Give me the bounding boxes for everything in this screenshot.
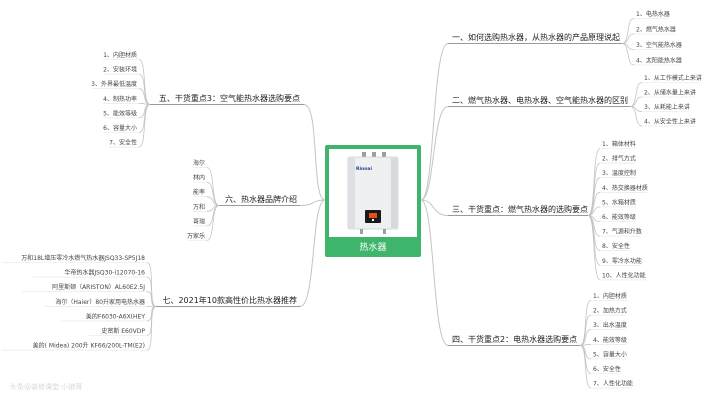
leaf-b7-7[interactable]: 美的( Midea) 200升 KF66/200L-TM(E2) xyxy=(33,342,145,350)
leaf-connector-b3-2 xyxy=(587,177,601,216)
leaf-b1-3[interactable]: 3、空气能热水器 xyxy=(636,41,682,49)
leaf-connector-b1-1 xyxy=(621,33,635,44)
leaf-connector-b5-2 xyxy=(138,88,151,105)
leaf-b6-3[interactable]: 能率 xyxy=(193,188,205,196)
leaf-b7-2[interactable]: 华帝热水器JSQ30-i12070-16 xyxy=(64,269,145,277)
leaf-b2-3[interactable]: 3、从耗能上来讲 xyxy=(644,103,690,111)
leaf-connector-b1-0 xyxy=(621,18,635,44)
leaf-connector-b5-6 xyxy=(138,104,151,148)
leaf-b5-6[interactable]: 6、容量大小 xyxy=(103,124,137,132)
leaf-b3-2[interactable]: 2、排气方式 xyxy=(602,155,636,163)
connectors xyxy=(2,18,700,389)
leaf-connector-b2-1 xyxy=(629,96,643,107)
leaf-connector-b7-0 xyxy=(146,262,157,307)
leaf-b2-4[interactable]: 4、从安全性上来讲 xyxy=(644,118,696,126)
leaf-connector-b4-6 xyxy=(579,345,592,389)
leaf-b5-3[interactable]: 3、外界最低温度 xyxy=(91,80,137,88)
branch-label-b4[interactable]: 四、干货重点2：电热水器选购要点 xyxy=(452,334,577,344)
leaf-b3-6[interactable]: 6、能效等级 xyxy=(602,213,636,221)
leaf-connector-b6-5 xyxy=(206,205,220,241)
leaf-b4-6[interactable]: 6、安全性 xyxy=(593,365,621,373)
connector-b2 xyxy=(420,106,449,201)
leaf-b4-4[interactable]: 4、能效等级 xyxy=(593,336,627,344)
water-heater-image: Rinnai xyxy=(347,152,399,234)
branch-label-b1[interactable]: 一、如何选购热水器，从热水器的产品原理说起 xyxy=(452,32,620,42)
leaf-b3-8[interactable]: 8、安全性 xyxy=(602,242,630,250)
connector-b1 xyxy=(420,43,449,201)
branch-label-b7[interactable]: 七、2021年10款高性价比热水器推荐 xyxy=(162,295,297,305)
branch-label-b3[interactable]: 三、干货重点：燃气热水器的选购要点 xyxy=(452,204,588,214)
leaf-connector-b7-1 xyxy=(146,276,157,307)
leaf-connector-b6-0 xyxy=(206,167,220,206)
leaf-b3-7[interactable]: 7、气源和升数 xyxy=(602,228,642,236)
leaf-b4-7[interactable]: 7、人性化功能 xyxy=(593,380,633,388)
branch-label-b2[interactable]: 二、燃气热水器、电热水器、空气能热水器的区别 xyxy=(452,95,628,105)
leaf-b3-4[interactable]: 4、热交换器材质 xyxy=(602,184,648,192)
connector-b7 xyxy=(299,199,326,307)
leaf-b2-1[interactable]: 1、从工作模式上来讲 xyxy=(644,74,702,82)
leaf-b6-6[interactable]: 万家乐 xyxy=(187,232,205,240)
leaf-connector-b3-9 xyxy=(587,215,601,281)
leaf-b7-5[interactable]: 美的F6030-A6X(HEY xyxy=(86,312,145,320)
leaf-b3-3[interactable]: 3、温度控制 xyxy=(602,169,636,177)
leaf-b7-3[interactable]: 阿里斯顿（ARISTON）AL60E2.5J xyxy=(52,283,145,291)
branch-label-b5[interactable]: 五、干货重点3：空气能热水器选购要点 xyxy=(159,93,300,103)
leaf-connector-b4-0 xyxy=(579,300,592,346)
leaf-b5-4[interactable]: 4、制热功率 xyxy=(103,95,137,103)
leaf-b7-1[interactable]: 万和18L增压零冷水燃气热水器JSQ33-SP5J18 xyxy=(21,254,145,262)
leaf-b4-2[interactable]: 2、加热方式 xyxy=(593,307,627,315)
branch-label-b6[interactable]: 六、热水器品牌介绍 xyxy=(225,194,297,204)
leaf-connector-b5-1 xyxy=(138,73,151,105)
leaf-b7-6[interactable]: 史密斯 E60VDP xyxy=(101,327,145,335)
leaf-connector-b4-2 xyxy=(579,329,592,346)
nodes: 一、如何选购热水器，从热水器的产品原理说起 1、电热水器 2、燃气热水器 3、空气能热… xyxy=(21,10,702,388)
leaf-connector-b2-0 xyxy=(629,82,643,107)
center-topic[interactable]: Rinnai 热水器 xyxy=(325,145,421,257)
leaf-b2-2[interactable]: 2、从储水量上来讲 xyxy=(644,89,696,97)
leaf-b5-2[interactable]: 2、安装环境 xyxy=(103,66,137,74)
leaf-connector-b3-8 xyxy=(587,215,601,266)
leaf-connector-b6-1 xyxy=(206,181,220,206)
leaf-connector-b1-3 xyxy=(621,43,635,66)
leaf-b7-4[interactable]: 海尔（Haier）80升家用电热水器 xyxy=(55,298,145,306)
leaf-connector-b7-6 xyxy=(146,306,157,351)
leaf-b6-5[interactable]: 哥瑞 xyxy=(193,217,205,225)
leaf-b1-1[interactable]: 1、电热水器 xyxy=(636,10,670,18)
leaf-connector-b2-3 xyxy=(629,106,643,127)
leaf-b5-5[interactable]: 5、能效等级 xyxy=(103,109,137,117)
leaf-b3-1[interactable]: 1、箱体材料 xyxy=(602,140,636,148)
leaf-connector-b3-3 xyxy=(587,191,601,216)
center-topic-label: 热水器 xyxy=(359,241,386,253)
leaf-b6-1[interactable]: 海尔 xyxy=(193,159,205,167)
leaf-connector-b4-1 xyxy=(579,314,592,346)
leaf-b6-4[interactable]: 万和 xyxy=(193,203,205,211)
leaf-b3-5[interactable]: 5、水箱材质 xyxy=(602,198,636,206)
watermark: 头条@装修课堂·小狼哥 xyxy=(10,382,82,391)
connector-b3 xyxy=(420,199,449,216)
leaf-b1-2[interactable]: 2、燃气热水器 xyxy=(636,26,676,34)
leaf-b4-5[interactable]: 5、容量大小 xyxy=(593,350,627,358)
leaf-b5-7[interactable]: 7、安全性 xyxy=(109,139,137,147)
leaf-b4-1[interactable]: 1、内胆材质 xyxy=(593,292,627,300)
connector-b4 xyxy=(420,199,449,346)
leaf-b3-10[interactable]: 10、人性化功能 xyxy=(602,271,646,279)
leaf-b3-9[interactable]: 9、零冷水功能 xyxy=(602,257,642,265)
water-heater-brand-text: Rinnai xyxy=(356,166,372,172)
leaf-connector-b5-0 xyxy=(138,59,151,105)
leaf-b1-4[interactable]: 4、太阳能热水器 xyxy=(636,57,682,65)
leaf-b6-2[interactable]: 林内 xyxy=(193,174,205,182)
leaf-b4-3[interactable]: 3、出水温度 xyxy=(593,321,627,329)
connector-b6 xyxy=(299,199,326,206)
leaf-b5-1[interactable]: 1、内胆材质 xyxy=(103,51,137,59)
connector-b5 xyxy=(303,104,326,201)
leaf-connector-b7-2 xyxy=(146,291,157,307)
leaf-connector-b3-1 xyxy=(587,162,601,216)
